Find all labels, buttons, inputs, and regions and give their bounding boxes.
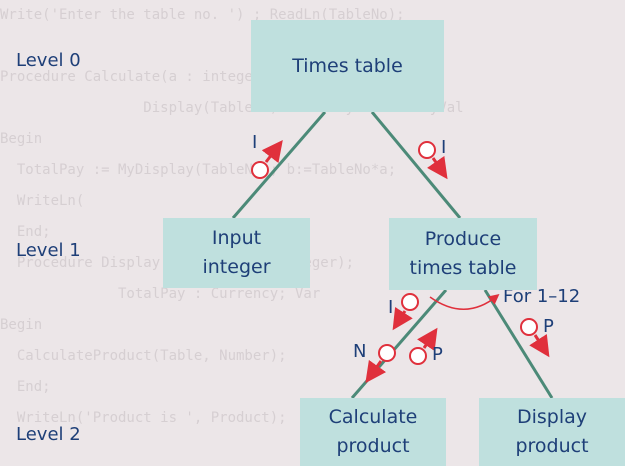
module-calculate-line2: product xyxy=(336,435,410,457)
loop-indicator: For 1–12 xyxy=(429,286,580,310)
data-couple-input-i: I xyxy=(251,132,283,179)
data-couple-calc-p: P xyxy=(409,327,443,365)
module-input-integer-line2: integer xyxy=(202,256,271,278)
param-label-calc-i: I xyxy=(388,297,393,318)
module-times-table-label: Times table xyxy=(292,54,403,77)
level-0-label: Level 0 xyxy=(16,50,81,71)
param-label-produce: I xyxy=(441,137,446,158)
level-2-label: Level 2 xyxy=(16,424,81,445)
connector-root-input xyxy=(231,111,327,219)
module-produce-times-table: Produce times table xyxy=(389,218,537,290)
module-calculate-product: Calculate product xyxy=(300,398,446,466)
data-couple-produce-i: I xyxy=(418,137,448,180)
connector-root-produce xyxy=(370,111,462,219)
module-produce-line2: times table xyxy=(409,257,517,279)
param-label-input: I xyxy=(252,132,257,153)
module-input-integer: Input integer xyxy=(163,218,310,288)
data-couple-calc-n: N xyxy=(353,341,396,384)
module-times-table: Times table xyxy=(251,20,444,112)
connector-produce-display xyxy=(483,289,554,399)
loop-label: For 1–12 xyxy=(503,286,580,307)
data-couple-display-p: P xyxy=(520,316,554,358)
data-couple-calc-i: I xyxy=(388,293,419,331)
module-display-line2: product xyxy=(515,435,589,457)
module-display-line1: Display xyxy=(516,406,588,428)
param-label-calc-p: P xyxy=(432,344,443,365)
param-label-calc-n: N xyxy=(353,341,366,362)
module-display-product: Display product xyxy=(479,398,625,466)
module-calculate-line1: Calculate xyxy=(328,406,418,428)
module-input-integer-line1: Input xyxy=(211,227,262,249)
level-1-label: Level 1 xyxy=(16,240,81,261)
param-label-display: P xyxy=(543,316,554,337)
module-produce-line1: Produce xyxy=(424,228,502,250)
